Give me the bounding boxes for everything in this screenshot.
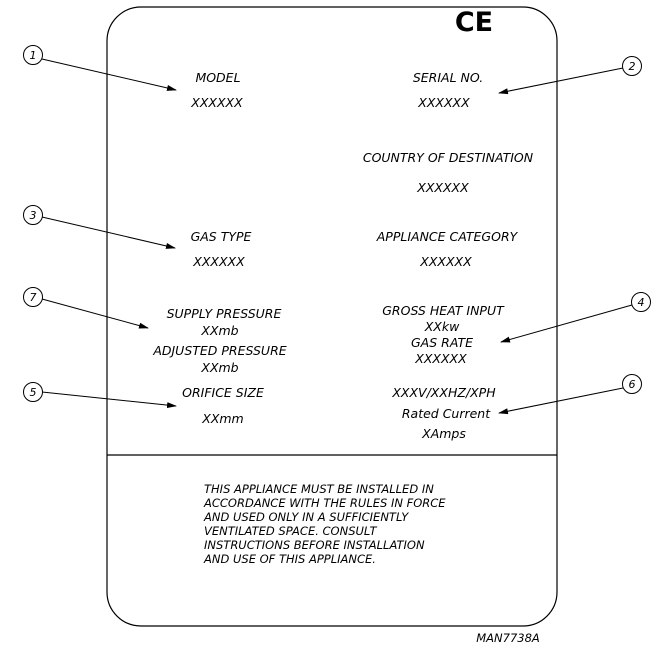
callout-3: 3 <box>23 205 43 225</box>
warning-line: VENTILATED SPACE. CONSULT <box>204 524 378 538</box>
orifice-size-label: ORIFICE SIZE <box>182 385 264 400</box>
model-label: MODEL <box>195 70 240 85</box>
warning-line: THIS APPLIANCE MUST BE INSTALLED IN <box>204 482 434 496</box>
callout-1: 1 <box>23 45 43 65</box>
gas-rate-value: XXXXXX <box>414 351 467 366</box>
gas-type-label: GAS TYPE <box>191 229 252 244</box>
warning-line: ACCORDANCE WITH THE RULES IN FORCE <box>203 496 446 510</box>
callout-number: 7 <box>30 291 37 304</box>
rated-current-label: Rated Current <box>402 406 491 421</box>
serial-label: SERIAL NO. <box>413 70 483 85</box>
callout-arrow-3 <box>41 216 176 249</box>
orifice-size-value: XXmm <box>201 411 243 426</box>
appliance-category-value: XXXXXX <box>419 254 472 269</box>
callout-arrow-2 <box>498 67 624 95</box>
electrical-rating: XXXV/XXHZ/XPH <box>391 385 496 400</box>
warning-line: AND USED ONLY IN A SUFFICIENTLY <box>203 510 409 524</box>
supply-pressure-label: SUPPLY PRESSURE <box>167 306 282 321</box>
callout-2: 2 <box>622 56 642 76</box>
callout-arrow-1 <box>41 58 177 91</box>
callout-number: 4 <box>638 296 645 309</box>
warning-line: INSTRUCTIONS BEFORE INSTALLATION <box>204 538 425 552</box>
callout-4: 4 <box>631 292 651 312</box>
callout-number: 5 <box>30 386 37 399</box>
gas-type-value: XXXXXX <box>192 254 245 269</box>
gross-heat-input-label: GROSS HEAT INPUT <box>382 303 505 318</box>
rated-current-value: XAmps <box>421 426 466 441</box>
callout-arrow-7 <box>41 298 149 329</box>
callout-number: 1 <box>30 49 37 62</box>
callout-arrow-4 <box>500 304 633 343</box>
callout-7: 7 <box>23 287 43 307</box>
gas-rate-label: GAS RATE <box>411 335 473 350</box>
ce-mark: CE <box>455 7 493 38</box>
serial-value: XXXXXX <box>417 95 470 110</box>
gross-heat-input-value: XXkw <box>424 319 460 334</box>
warning-line: AND USE OF THIS APPLIANCE. <box>203 552 376 566</box>
adjusted-pressure-label: ADJUSTED PRESSURE <box>152 343 286 358</box>
callout-6: 6 <box>622 374 642 394</box>
callout-number: 3 <box>30 209 37 222</box>
warning-text: THIS APPLIANCE MUST BE INSTALLED IN ACCO… <box>203 482 446 566</box>
callout-5: 5 <box>23 382 43 402</box>
callout-arrow-6 <box>498 387 624 415</box>
country-label: COUNTRY OF DESTINATION <box>363 150 534 165</box>
supply-pressure-value: XXmb <box>200 323 238 338</box>
callout-number: 2 <box>629 60 636 73</box>
appliance-category-label: APPLIANCE CATEGORY <box>376 229 519 244</box>
model-value: XXXXXX <box>190 95 243 110</box>
country-value: XXXXXX <box>416 180 469 195</box>
adjusted-pressure-value: XXmb <box>200 360 238 375</box>
callout-number: 6 <box>629 378 636 391</box>
drawing-reference: MAN7738A <box>476 631 540 645</box>
callout-arrow-5 <box>41 391 177 409</box>
